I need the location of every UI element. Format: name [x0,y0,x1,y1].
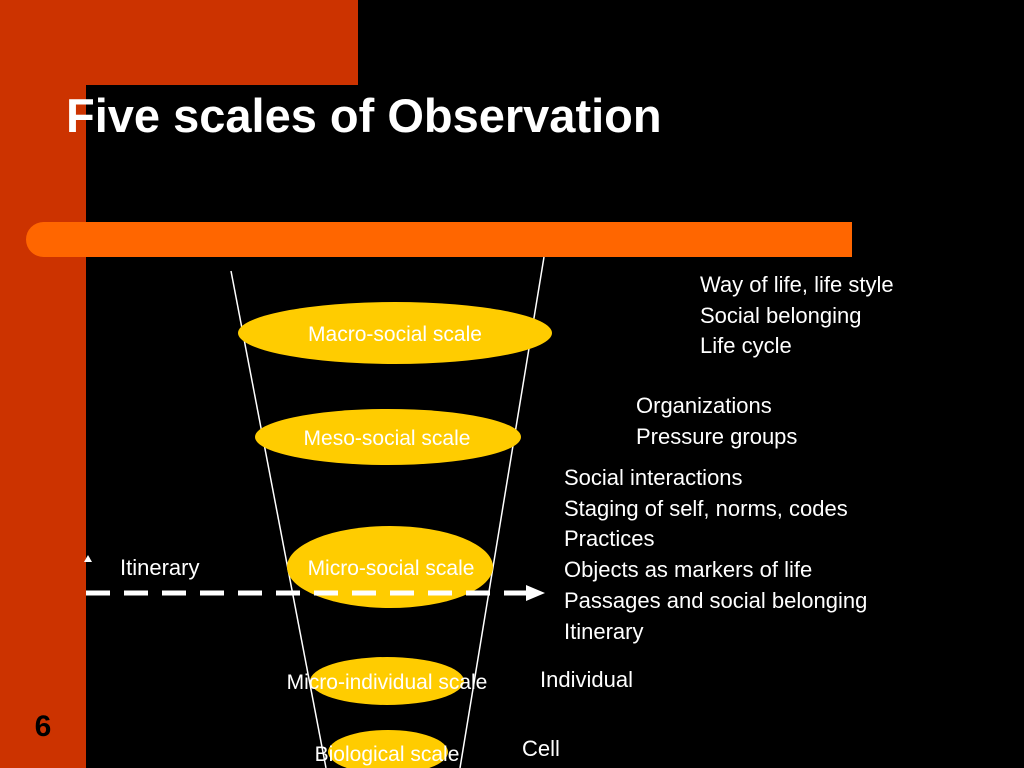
funnel-left-line [230,270,327,768]
accent-bar [26,222,852,257]
micro-description-line: Social interactions [564,465,743,490]
meso-social-label: Meso-social scale [304,427,471,450]
itinerary-label: Itinerary [120,555,200,580]
slide-title: Five scales of Observation [66,89,662,142]
macro-description-line: Social belonging [700,302,862,328]
micro-description-line: Objects as markers of life [564,557,813,583]
meso-description: Organizations Pressure groups [636,391,797,452]
itinerary-arrowhead [526,585,545,601]
macro-description: Way of life, life style Social belonging… [700,270,894,362]
micro-social-label: Micro-social scale [308,557,475,580]
orange-side-bar [0,0,86,768]
micro-description-line: Practices [564,526,655,552]
itinerary-up-arrowhead [84,555,92,562]
slide-number: 6 [34,710,52,743]
macro-social-label: Macro-social scale [308,323,482,346]
individual-label: Individual [540,667,633,692]
meso-social-ellipse [255,409,521,465]
micro-social-ellipse [287,526,493,608]
micro-description-line: Staging of self, norms, codes [564,495,848,521]
micro-description: Social interactions Staging of self, nor… [564,463,867,647]
micro-individual-label: Micro-individual scale [287,671,488,694]
biological-label: Biological scale [315,743,460,766]
macro-description-line: Way of life, life style [700,272,894,297]
micro-description-line: Itinerary [564,618,644,644]
meso-description-line: Organizations [636,393,772,418]
cell-label: Cell [522,736,560,761]
micro-description-line: Passages and social belonging [564,587,868,613]
macro-description-line: Life cycle [700,333,792,359]
meso-description-line: Pressure groups [636,423,798,449]
biological-ellipse [328,730,448,768]
micro-individual-ellipse [310,657,464,705]
macro-social-ellipse [238,302,552,364]
